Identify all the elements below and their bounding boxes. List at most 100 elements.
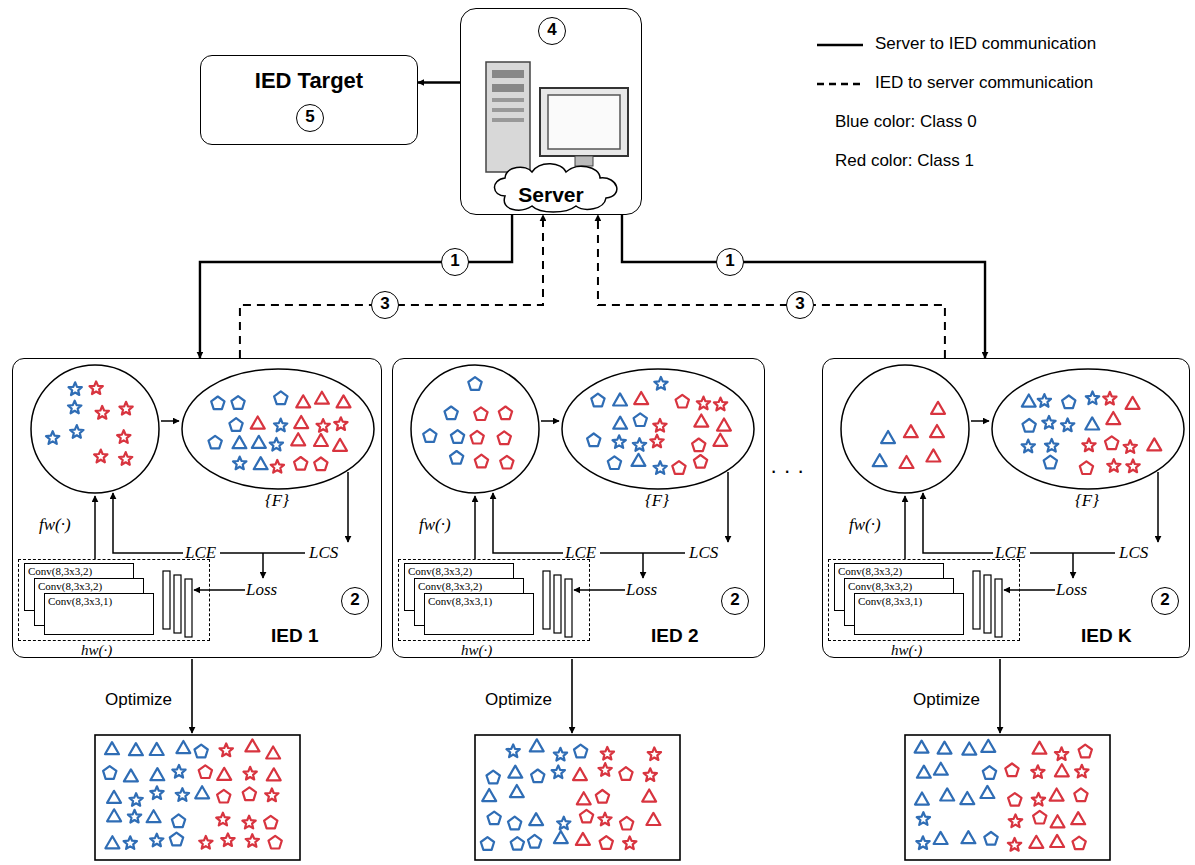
class-shape — [904, 425, 918, 437]
callout-number: 3 — [786, 291, 814, 319]
class-shape — [90, 381, 103, 394]
class-shapes — [103, 739, 1092, 850]
class-shape — [531, 770, 544, 783]
class-shape — [676, 395, 689, 408]
class-shape — [608, 456, 621, 469]
class-shape — [900, 456, 914, 468]
class-shape — [1106, 412, 1120, 424]
flow-line — [923, 493, 993, 553]
solid-connector — [622, 215, 985, 358]
class-shape — [940, 788, 954, 800]
math-label: {F} — [265, 491, 289, 511]
text-label: Optimize — [105, 690, 172, 710]
class-shape — [916, 836, 929, 849]
text-label: Blue color: Class 0 — [835, 112, 977, 132]
server-box: 4Server — [460, 8, 642, 215]
class-shape — [596, 790, 609, 803]
class-shape — [264, 816, 277, 829]
class-shape — [650, 435, 663, 448]
class-shape — [528, 835, 541, 848]
class-shape — [713, 434, 727, 446]
math-label: {F} — [645, 491, 669, 511]
class-shape — [552, 765, 565, 778]
callout-number: 4 — [538, 17, 566, 45]
class-shape — [961, 831, 975, 843]
class-shape — [634, 392, 648, 404]
class-shape — [576, 833, 590, 845]
class-shape — [274, 419, 287, 432]
layer-bar — [185, 579, 192, 637]
node-text: Conv(8,3x3,2) — [38, 580, 102, 592]
class-shape — [554, 748, 567, 761]
class-shape — [1051, 815, 1065, 827]
class-shape — [294, 457, 307, 470]
class-shape — [1005, 764, 1018, 777]
conv-box: Conv(8,3x3,1) — [424, 593, 534, 635]
class-shape — [672, 461, 685, 474]
class-shape — [917, 812, 930, 825]
class-shape — [1105, 436, 1118, 449]
class-shape — [557, 817, 570, 830]
callout-number: 2 — [1151, 587, 1179, 615]
class-shapes — [873, 392, 1162, 475]
class-shape — [926, 449, 940, 461]
flow-line — [727, 472, 729, 542]
conv-box: Conv(8,3x3,1) — [854, 593, 964, 635]
class-shape — [129, 743, 143, 755]
class-shape — [934, 832, 948, 844]
class-shape — [1055, 764, 1069, 776]
node-text: hw(·) — [891, 642, 922, 659]
class-shapes — [46, 381, 351, 472]
class-shape — [294, 416, 308, 428]
class-shape — [172, 814, 185, 827]
feature-ellipse — [562, 369, 754, 489]
math-label: LCE — [185, 543, 216, 563]
class-shape — [471, 431, 484, 444]
class-shape — [242, 816, 255, 829]
class-shape — [445, 407, 458, 420]
class-shape — [244, 767, 257, 780]
class-shape — [274, 391, 287, 404]
callout-number: 2 — [721, 587, 749, 615]
class-shape — [265, 789, 278, 802]
class-shape — [1055, 747, 1068, 760]
math-label: Loss — [1056, 580, 1087, 600]
class-shape — [69, 382, 82, 395]
result-box — [95, 735, 1110, 860]
class-shape — [692, 439, 705, 452]
flow-line — [194, 589, 245, 591]
class-shape — [488, 812, 501, 825]
class-shape — [107, 791, 121, 803]
class-shape — [508, 766, 522, 778]
class-shape — [530, 739, 544, 751]
class-shape — [176, 788, 189, 801]
ied-box: IED Khw(·)Conv(8,3x3,2)Conv(8,3x3,2)Conv… — [822, 358, 1190, 658]
class-shape — [714, 398, 727, 411]
class-shape — [983, 766, 996, 779]
callout-number: 3 — [371, 291, 399, 319]
class-shape — [209, 436, 222, 449]
layer-bar — [554, 575, 561, 633]
flow-line — [474, 496, 476, 559]
class-shape — [981, 740, 995, 752]
flow-line — [642, 553, 644, 578]
class-shape — [1050, 835, 1064, 847]
node-text: IED 2 — [651, 625, 699, 647]
class-shape — [1079, 745, 1092, 758]
class-shape — [653, 419, 666, 432]
class-shape — [231, 396, 244, 409]
class-shape — [623, 836, 636, 849]
class-shape — [644, 768, 657, 781]
class-shape — [246, 834, 259, 847]
class-shape — [314, 458, 327, 471]
class-shape — [333, 439, 347, 451]
node-text: Conv(8,3x3,2) — [28, 565, 92, 577]
class-shape — [475, 455, 488, 468]
class-shape — [481, 837, 494, 850]
node-text: hw(·) — [81, 642, 112, 659]
class-shape — [599, 763, 612, 776]
math-label: {F} — [1075, 491, 1099, 511]
class-shape — [507, 744, 520, 757]
class-shape — [1103, 392, 1116, 405]
class-shape — [654, 377, 667, 390]
